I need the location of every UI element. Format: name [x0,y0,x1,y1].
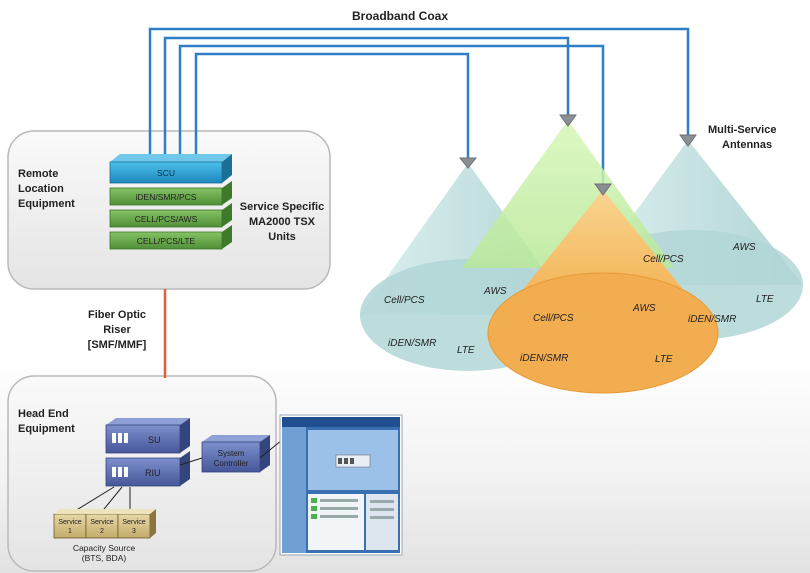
su-unit [105,418,190,454]
service-boxes [53,509,156,539]
system-controller-unit [201,435,270,473]
service-1-name: Service [58,519,81,526]
remote-unit-stack [109,154,232,250]
remote-title-line-3: Equipment [18,198,75,210]
cone-right-label-3: LTE [756,294,774,305]
capacity-label-line-1: Capacity Source [73,543,136,553]
antennas-label-line-2: Antennas [722,139,772,151]
broadband-coax-label: Broadband Coax [352,9,448,23]
remote-title-line-1: Remote [18,168,58,180]
cone-front-label-3: iDEN/SMR [520,353,568,364]
fiber-label-line-3: [SMF/MMF] [88,339,147,351]
antenna-head-icon [458,157,478,169]
headend-title-line-1: Head End [18,408,69,420]
coax-line-4 [194,52,470,159]
riu-label: RIU [145,468,161,478]
headend-title-line-2: Equipment [18,423,75,435]
service-1-num: 1 [68,528,72,535]
unit-label-1: iDEN/SMR/PCS [136,192,197,202]
coax-line-2 [163,36,570,158]
remote-title-line-2: Location [18,183,64,195]
controller-screenshot [279,414,403,556]
cone-right-label-1: AWS [732,242,756,253]
units-caption-line-3: Units [268,231,296,243]
cone-right-label-4: iDEN/SMR [688,314,736,325]
service-3-num: 3 [132,528,136,535]
cone-left-label-1: Cell/PCS [384,295,425,306]
scu-label: SCU [157,168,175,178]
fiber-label-line-1: Fiber Optic [88,309,146,321]
cone-left-label-2: AWS [483,286,507,297]
cone-left-label-3: iDEN/SMR [388,338,436,349]
controller-label-line-2: Controller [214,459,249,468]
antenna-head-icon [679,134,697,147]
capacity-label-line-2: (BTS, BDA) [82,553,127,563]
coax-cables [148,27,690,186]
antenna-head-icon [559,114,577,127]
cone-left-label-4: LTE [457,345,475,356]
unit-label-3: CELL/PCS/LTE [137,236,196,246]
riu-unit [105,451,190,487]
units-caption-line-1: Service Specific [240,201,324,213]
service-box-1 [53,513,87,539]
cone-right-label-2: Cell/PCS [643,254,684,265]
coax-line-1 [148,27,690,158]
antennas-label-line-1: Multi-Service [708,124,776,136]
cone-front-label-1: Cell/PCS [533,313,574,324]
cone-front-label-4: LTE [655,354,673,365]
antenna-cone-front [487,190,719,394]
service-box-2 [85,513,119,539]
controller-label-line-1: System [218,449,245,458]
cone-front-label-2: AWS [632,303,656,314]
fiber-label-line-2: Riser [103,324,131,336]
units-caption-line-2: MA2000 TSX [249,216,316,228]
service-3-name: Service [122,519,145,526]
service-2-name: Service [90,519,113,526]
su-label: SU [148,435,161,445]
antenna-head-icon [594,183,612,196]
coax-line-3 [178,44,605,186]
service-2-num: 2 [100,528,104,535]
unit-label-2: CELL/PCS/AWS [135,214,198,224]
